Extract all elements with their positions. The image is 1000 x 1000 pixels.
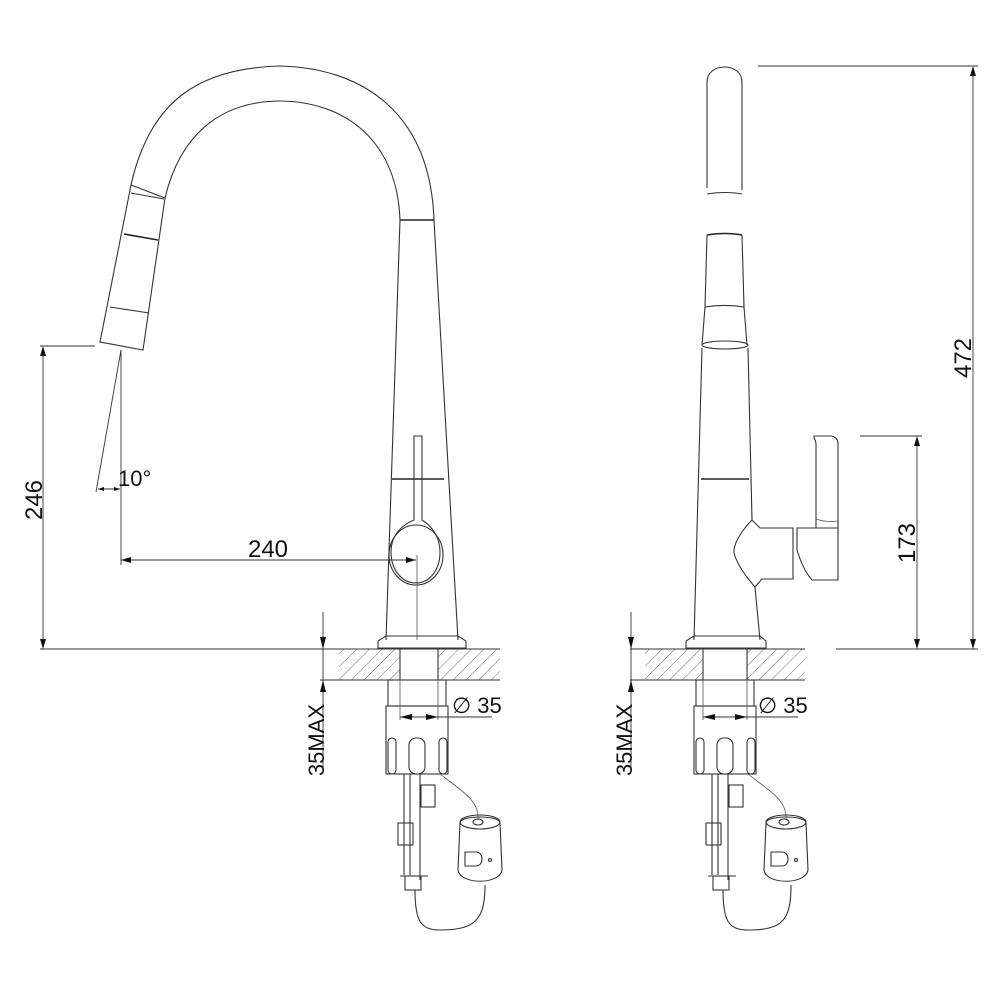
dim-reach: 240	[248, 536, 288, 563]
front-spout	[99, 65, 467, 649]
dim-mount-diameter: ∅ 35	[452, 693, 502, 718]
side-spout	[685, 66, 839, 649]
side-view: 472 173 35MAX ∅ 35	[612, 65, 978, 931]
side-deck-section	[630, 648, 805, 681]
hose-weight-icon	[457, 816, 503, 882]
front-dimensions: 246 10° 240 35MAX ∅ 35	[21, 345, 502, 776]
dim-handle-height: 173	[894, 523, 921, 563]
side-mount-assembly	[693, 679, 809, 931]
front-mount-assembly	[385, 679, 503, 931]
dim-spray-angle: 10°	[118, 466, 151, 491]
front-deck-section	[40, 648, 500, 681]
front-view: 246 10° 240 35MAX ∅ 35	[21, 65, 503, 931]
dim-deck-thickness: 35MAX	[612, 704, 637, 776]
dim-deck-thickness: 35MAX	[304, 704, 329, 776]
hose-weight-icon	[763, 816, 809, 882]
dim-overall-height: 472	[950, 338, 977, 378]
side-dimensions: 472 173 35MAX ∅ 35	[612, 65, 978, 776]
dim-spout-height: 246	[21, 480, 48, 520]
dim-mount-diameter: ∅ 35	[758, 693, 808, 718]
